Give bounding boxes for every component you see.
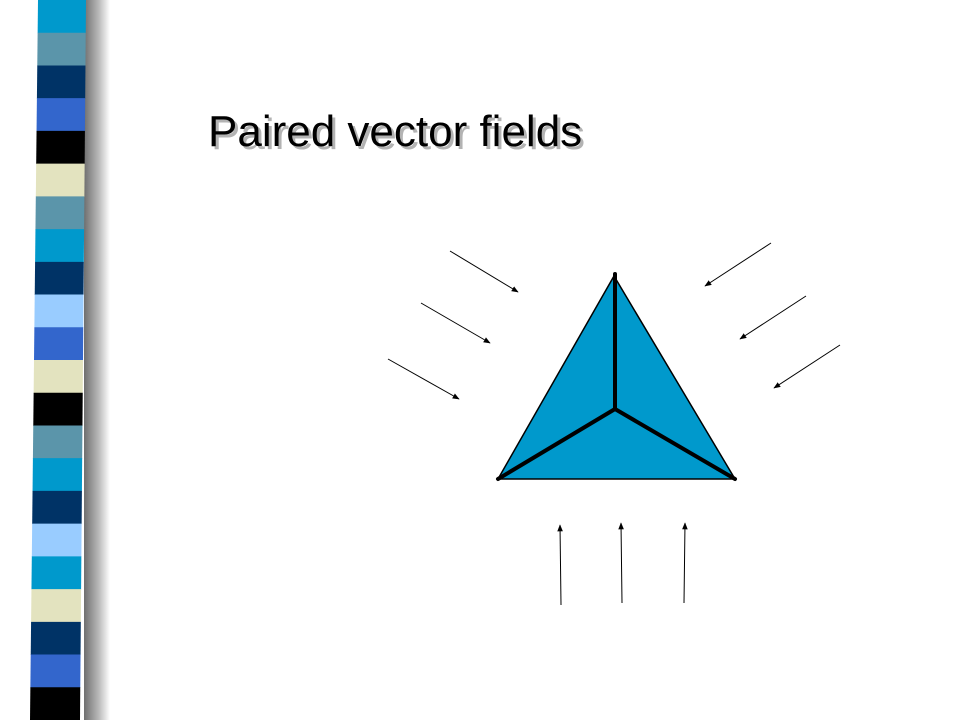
strip-band: [31, 556, 82, 590]
vector-arrow: [618, 522, 624, 604]
strip-band: [36, 65, 86, 99]
strip-band: [30, 687, 81, 720]
strip-bands: [30, 0, 86, 720]
strip-band: [35, 196, 85, 230]
strip-band: [35, 229, 85, 263]
vector-arrow: [682, 522, 688, 604]
strip-band: [33, 392, 83, 426]
strip-band: [32, 490, 82, 525]
decorative-color-strip: [30, 0, 110, 720]
arrow-group-bottom: [557, 522, 688, 606]
strip-band: [37, 32, 86, 66]
vector-arrow: [773, 344, 841, 389]
vector-arrow: [420, 302, 491, 344]
strip-band: [36, 98, 86, 132]
arrow-group-upper-right: [704, 242, 841, 389]
strip-band: [31, 589, 82, 623]
arrow-group-upper-left: [387, 250, 519, 400]
strip-band: [31, 523, 82, 557]
strip-band: [30, 621, 81, 656]
vector-arrow: [739, 295, 807, 340]
strip-band: [35, 163, 85, 197]
strip-band: [33, 360, 83, 394]
strip-band: [32, 425, 83, 459]
strip-shadow: [84, 0, 110, 720]
vector-arrow: [449, 250, 519, 293]
slide-title: Paired vector fields: [208, 107, 583, 156]
strip-band: [37, 0, 86, 34]
strip-band: [34, 294, 84, 328]
vector-arrow: [557, 524, 563, 606]
strip-band: [34, 261, 84, 296]
vector-arrow: [704, 242, 772, 287]
spoke-left: [496, 407, 617, 481]
vector-arrow: [387, 358, 460, 400]
strip-band: [36, 130, 85, 165]
strip-band: [32, 458, 83, 492]
spoke-right: [613, 407, 737, 481]
strip-band: [30, 654, 81, 688]
strip-band: [34, 327, 84, 361]
